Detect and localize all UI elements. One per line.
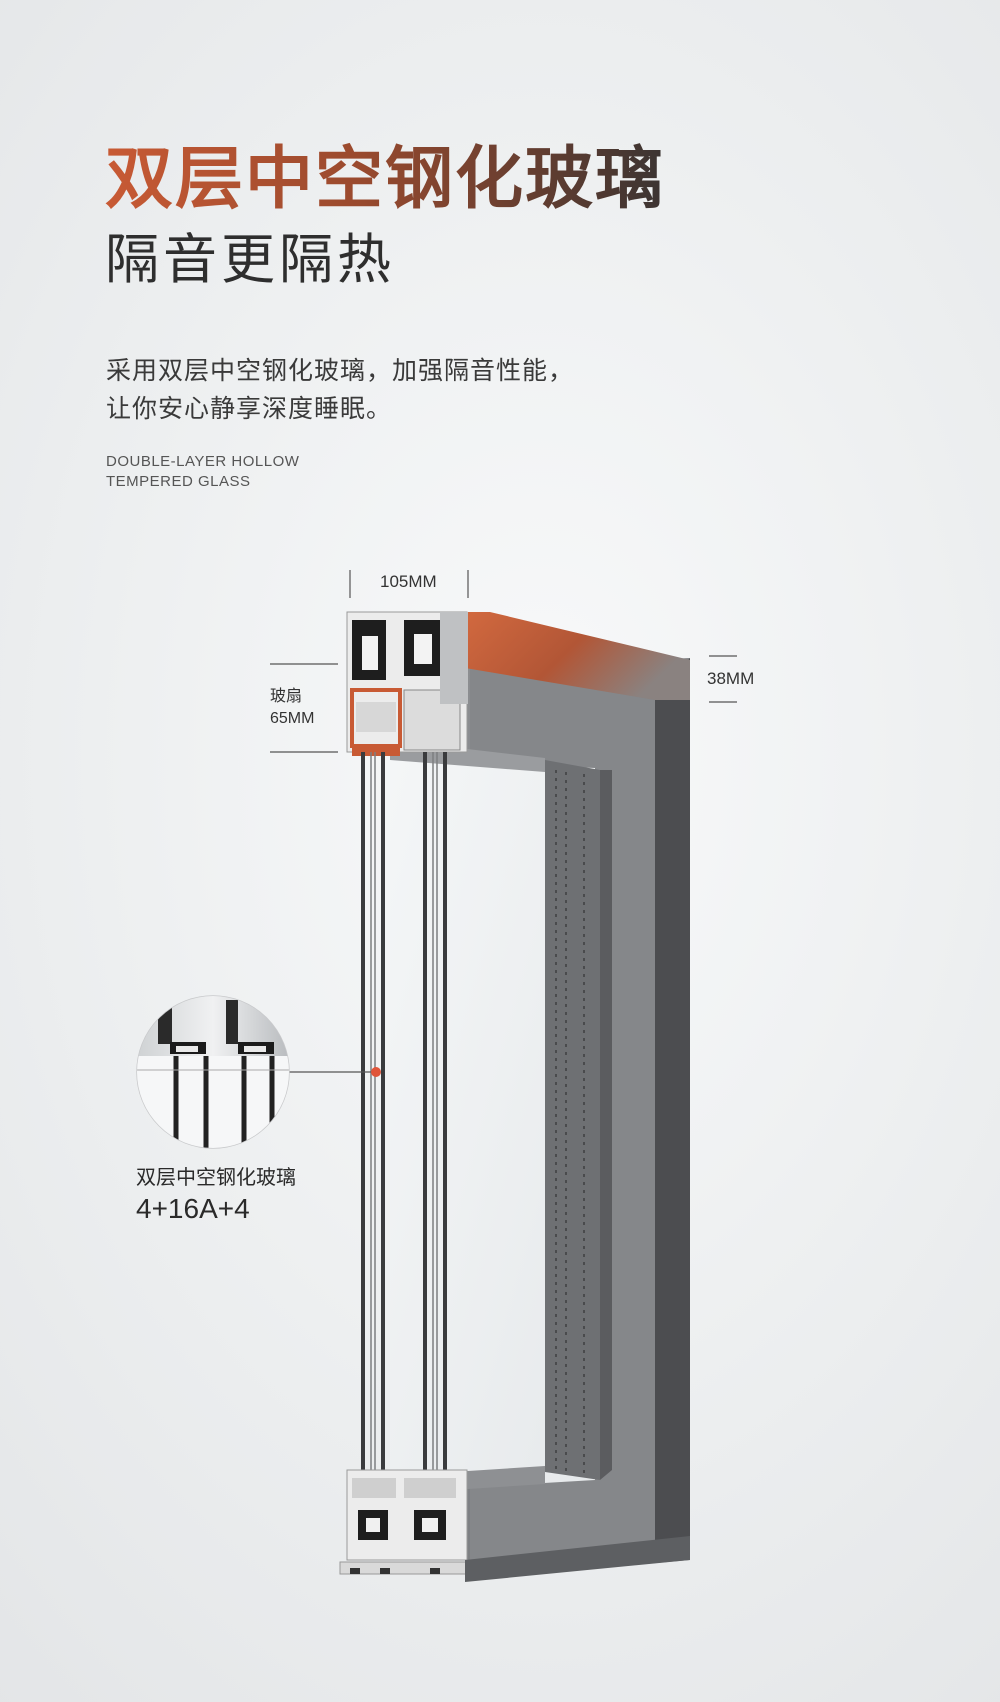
description-line-1: 采用双层中空钢化玻璃，加强隔音性能，	[106, 356, 575, 385]
page-title: 双层中空钢化玻璃	[105, 140, 666, 219]
description: 采用双层中空钢化玻璃，加强隔音性能， 让你安心静享深度睡眠。	[106, 352, 574, 428]
glass-type-name: 双层中空钢化玻璃	[136, 1165, 296, 1189]
glass-callout-label: 双层中空钢化玻璃 4+16A+4	[136, 1162, 296, 1226]
profile-section-bottom	[339, 1469, 491, 1575]
english-caption-line-1: DOUBLE-LAYER HOLLOW	[106, 453, 300, 470]
frame-top-cap	[465, 612, 690, 700]
double-glazing-lines	[361, 752, 447, 1475]
dimension-lines	[270, 570, 737, 753]
glass-callout-marker	[371, 1067, 381, 1077]
sash-label: 玻扇	[270, 688, 303, 705]
sash-dimension: 玻扇 65MM	[270, 686, 314, 730]
frame-face-dimension: 38MM	[707, 669, 755, 688]
english-caption: DOUBLE-LAYER HOLLOW TEMPERED GLASS	[106, 452, 299, 492]
frame-depth-dimension: 105MM	[380, 572, 437, 591]
profile-section-top	[346, 611, 468, 756]
description-line-2: 让你安心静享深度睡眠。	[106, 394, 393, 423]
sash-depth: 65MM	[270, 710, 315, 727]
page-subtitle: 隔音更隔热	[105, 228, 395, 291]
glass-pane	[390, 760, 595, 1492]
magnified-glass-detail	[136, 995, 290, 1149]
glass-spec: 4+16A+4	[136, 1193, 250, 1224]
english-caption-line-2: TEMPERED GLASS	[106, 473, 251, 490]
